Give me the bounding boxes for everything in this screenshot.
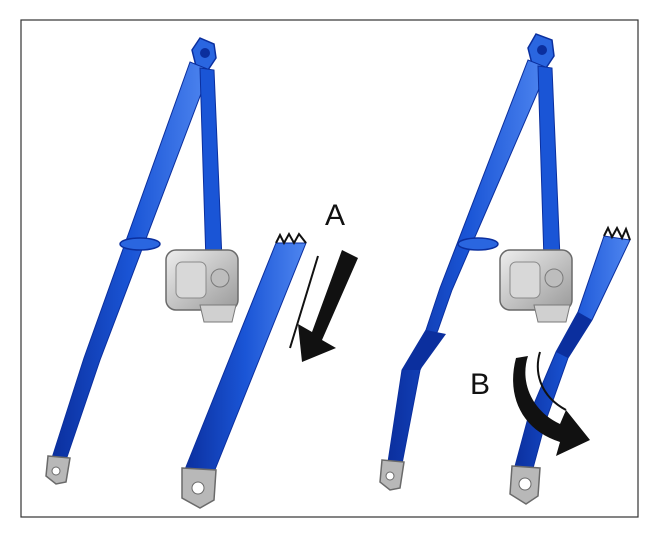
frayed-end-icon [275,231,307,246]
frayed-end-icon [603,225,631,241]
label-b: B [470,368,491,401]
curved-arrow-icon [513,351,590,456]
strap-guide-icon [457,237,499,251]
label-a: A [325,199,346,232]
retractor-icon [499,249,573,323]
lower-anchor-icon [509,465,541,505]
lower-anchor-icon [45,455,71,485]
strap-twist-icon [556,312,592,358]
left-seat-belt-assembly [45,37,358,509]
straight-arrow-icon [289,250,358,362]
strap-guide-icon [119,237,161,251]
lower-anchor-icon [379,459,405,491]
lower-anchor-icon [181,467,217,509]
right-seat-belt-assembly [379,33,631,505]
strap-twist-icon [402,330,446,370]
retractor-icon [165,249,239,323]
